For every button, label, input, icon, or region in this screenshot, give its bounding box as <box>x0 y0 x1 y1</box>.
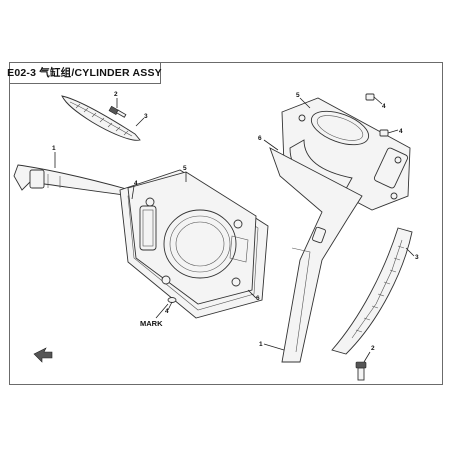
callout-guide-top-left: 1 <box>52 145 56 152</box>
callout-tensioner-right: 3 <box>415 254 419 261</box>
callout-pin-bottom: 4 <box>165 308 169 315</box>
tensioner-guide-right <box>331 227 413 355</box>
bolt-top-left <box>108 105 127 118</box>
cylinder-block-front <box>127 171 257 305</box>
callout-bolt-top-left: 2 <box>114 91 118 98</box>
title-box: E02-3 气缸组/CYLINDER ASSY <box>7 62 162 84</box>
bolt-bottom-right <box>355 361 367 381</box>
dowel-pin-right-mid <box>379 129 389 137</box>
front-arrow-icon <box>33 347 53 363</box>
tensioner-guide-top-left <box>61 95 141 141</box>
callout-pin-left: 4 <box>134 180 138 187</box>
mark-label: MARK <box>140 319 163 328</box>
callout-guide-bottom: 1 <box>259 341 263 348</box>
cylinder-gasket-rear <box>269 147 363 363</box>
callout-gasket-rear: 6 <box>258 135 262 142</box>
callout-pin-right-top: 4 <box>382 103 386 110</box>
callout-cylinder-rear: 5 <box>296 92 300 99</box>
callout-tensioner-top-left: 3 <box>144 113 148 120</box>
dowel-pin-bottom <box>167 297 177 303</box>
callout-gasket-front: 6 <box>256 295 260 302</box>
chain-guide-top-left <box>13 164 133 197</box>
diagram-frame <box>9 62 443 385</box>
dowel-pin-right-top <box>365 93 375 101</box>
callout-bolt-bottom-right: 2 <box>371 345 375 352</box>
leader-lines <box>54 96 415 363</box>
cylinder-block-rear <box>281 97 411 211</box>
callout-pin-right-mid: 4 <box>399 128 403 135</box>
callout-cylinder-front: 5 <box>183 165 187 172</box>
diagram-title: E02-3 气缸组/CYLINDER ASSY <box>7 67 162 79</box>
